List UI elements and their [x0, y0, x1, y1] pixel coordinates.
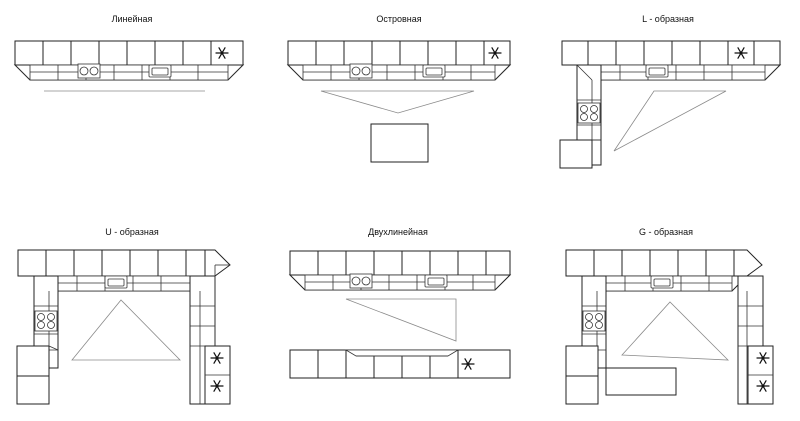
base-cabinets-right: [189, 264, 231, 405]
hob-icon: [349, 63, 373, 79]
upper-cabinets: [565, 249, 763, 277]
layout-u-shape: U - образная: [0, 210, 266, 420]
snowflake-icon: [756, 352, 770, 364]
opposite-base-cabinets: [289, 349, 511, 379]
work-triangle: [320, 90, 475, 114]
base-cabinets: [286, 64, 512, 81]
work-triangle: [613, 90, 727, 152]
parallel-plan: [288, 250, 512, 379]
sink-icon: [104, 275, 128, 289]
layout-g-shape: G - образная: [532, 210, 798, 420]
l-shape-plan: [559, 40, 782, 169]
layout-title: G - образная: [638, 227, 694, 237]
linear-plan: [13, 40, 245, 92]
hob-icon: [349, 273, 373, 289]
island-plan: [286, 40, 512, 163]
snowflake-icon: [461, 358, 475, 370]
layout-linear: Линейная: [0, 0, 266, 210]
sink-icon: [645, 64, 669, 78]
layout-l-shape: L - образная: [532, 0, 798, 210]
hob-icon: [34, 310, 58, 332]
layout-title: U - образная: [105, 227, 159, 237]
snowflake-icon: [210, 352, 224, 364]
snowflake-icon: [488, 47, 502, 59]
tall-cabinet: [559, 139, 601, 169]
base-cabinets: [13, 64, 245, 81]
work-triangle: [621, 301, 730, 361]
u-shape-plan: [16, 249, 231, 405]
sink-icon: [422, 64, 446, 78]
layout-island: Островная: [266, 0, 532, 210]
work-triangle: [345, 298, 457, 342]
layout-parallel: Двухлинейная: [266, 210, 532, 420]
hob-icon: [582, 310, 606, 332]
sink-icon: [148, 64, 172, 78]
work-triangle: [71, 299, 181, 361]
upper-cabinets: [289, 250, 511, 276]
tall-cabinet: [16, 345, 59, 405]
sink-icon: [424, 274, 448, 288]
upper-cabinets: [14, 40, 244, 66]
base-cabinets-top: [562, 64, 782, 81]
hob-icon: [577, 102, 601, 124]
layout-title: Двухлинейная: [368, 227, 428, 237]
base-cabinets-right: [737, 275, 774, 405]
snowflake-icon: [756, 380, 770, 392]
snowflake-icon: [215, 47, 229, 59]
snowflake-icon: [734, 47, 748, 59]
hob-icon: [77, 63, 101, 79]
island-counter: [370, 123, 429, 163]
tall-cabinet: [565, 345, 599, 405]
layout-title: L - образная: [642, 14, 694, 24]
peninsula: [605, 367, 677, 396]
snowflake-icon: [210, 380, 224, 392]
base-cabinets: [288, 274, 512, 291]
g-shape-plan: [565, 249, 774, 405]
sink-icon: [650, 275, 674, 289]
layout-title: Островная: [376, 14, 422, 24]
upper-cabinets: [287, 40, 511, 66]
upper-cabinets: [17, 249, 231, 277]
layout-title: Линейная: [111, 14, 153, 24]
